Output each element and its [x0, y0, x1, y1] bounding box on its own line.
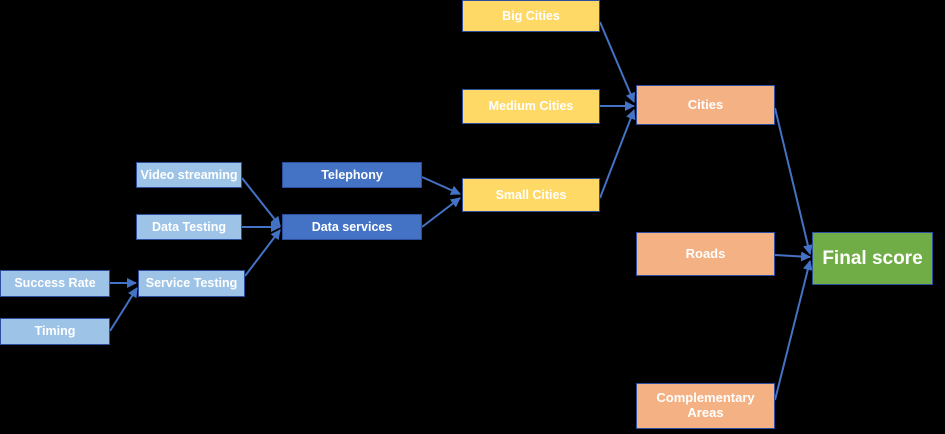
edge-telephony-to-small-cities — [421, 176, 461, 195]
node-small-cities[interactable]: Small Cities — [462, 178, 600, 212]
node-medium-cities[interactable]: Medium Cities — [462, 89, 600, 124]
node-label: Timing — [34, 324, 76, 339]
node-roads[interactable]: Roads — [636, 232, 775, 276]
node-telephony[interactable]: Telephony — [282, 162, 422, 188]
edge-data-services-to-small-cities — [421, 197, 461, 228]
node-label: Data services — [311, 219, 393, 234]
node-complementary-areas[interactable]: Complementary Areas — [636, 383, 775, 429]
node-label: Big Cities — [502, 8, 560, 23]
node-label: Complementary Areas — [656, 390, 755, 420]
edge-roads-to-final-score — [774, 251, 811, 262]
node-data-testing[interactable]: Data Testing — [136, 214, 242, 240]
node-label: Service Testing — [145, 276, 238, 291]
node-label: Success Rate — [14, 276, 96, 291]
node-service-testing[interactable]: Service Testing — [138, 270, 245, 297]
node-label: Telephony — [321, 167, 383, 182]
node-label: Medium Cities — [488, 99, 574, 114]
edge-service-testing-to-data-services — [244, 229, 281, 277]
node-label: Video streaming — [140, 167, 238, 182]
node-label: Cities — [687, 96, 724, 112]
node-success-rate[interactable]: Success Rate — [0, 270, 110, 297]
edge-big-cities-to-cities — [599, 21, 636, 103]
edge-timing-to-service-testing — [109, 287, 138, 332]
node-label: Final score — [822, 247, 923, 269]
node-big-cities[interactable]: Big Cities — [462, 0, 600, 32]
node-timing[interactable]: Timing — [0, 318, 110, 345]
node-final-score[interactable]: Final score — [812, 232, 933, 285]
node-cities[interactable]: Cities — [636, 85, 775, 125]
node-data-services[interactable]: Data services — [282, 214, 422, 240]
edge-small-cities-to-cities — [599, 109, 636, 199]
node-label: Roads — [685, 245, 726, 261]
edge-cities-to-final-score — [774, 107, 813, 255]
edge-video-streaming-to-data-services — [241, 177, 281, 227]
node-label: Data Testing — [151, 219, 227, 234]
edge-complementary-areas-to-final-score — [774, 260, 813, 401]
node-label: Small Cities — [495, 187, 567, 202]
node-video-streaming[interactable]: Video streaming — [136, 162, 242, 188]
